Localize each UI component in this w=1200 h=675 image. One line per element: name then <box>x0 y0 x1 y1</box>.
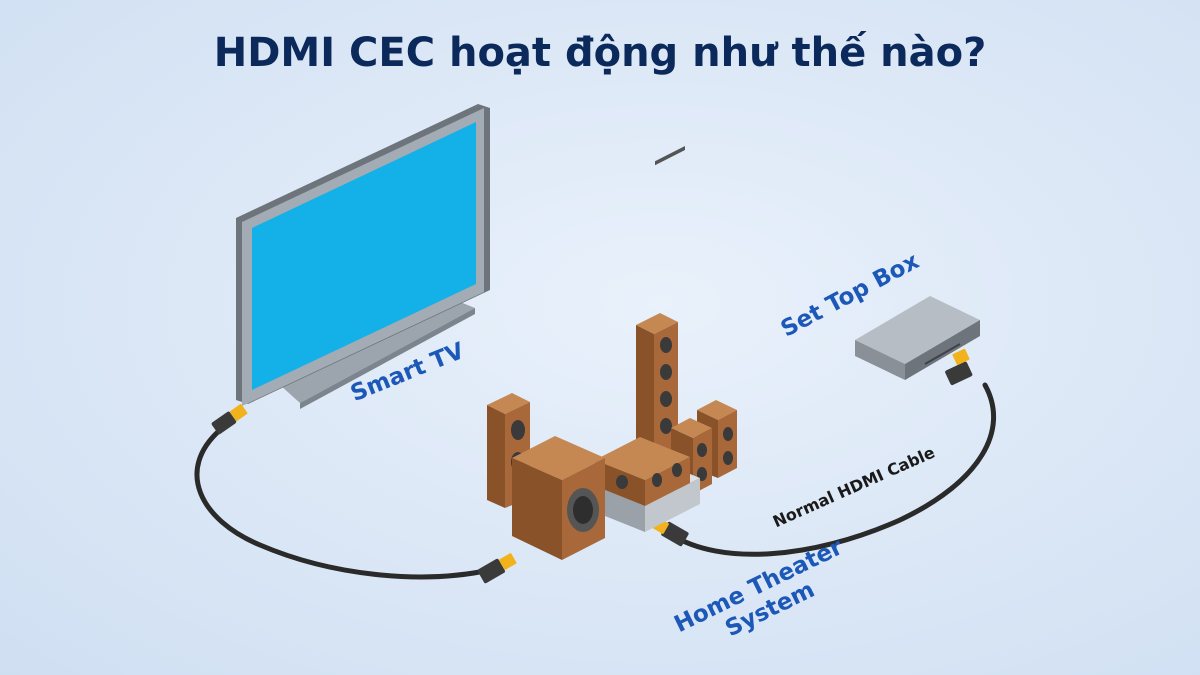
hdmi-connector-tv <box>211 404 248 435</box>
home-theater-illustration <box>487 145 737 560</box>
smart-tv-illustration <box>236 104 490 409</box>
hdmi-cable-theater-to-box <box>669 382 996 557</box>
hdmi-connector-theater-left <box>477 553 517 584</box>
page-title: HDMI CEC hoạt động như thế nào? <box>213 30 987 76</box>
set-top-box-illustration <box>855 296 980 380</box>
speaker-tower <box>636 313 678 462</box>
speaker-center <box>595 437 690 506</box>
hdmi-cable-tv-to-theater <box>194 427 493 580</box>
tv-screen <box>252 122 476 390</box>
subwoofer <box>512 436 605 560</box>
hdmi-connector-box <box>945 348 973 386</box>
